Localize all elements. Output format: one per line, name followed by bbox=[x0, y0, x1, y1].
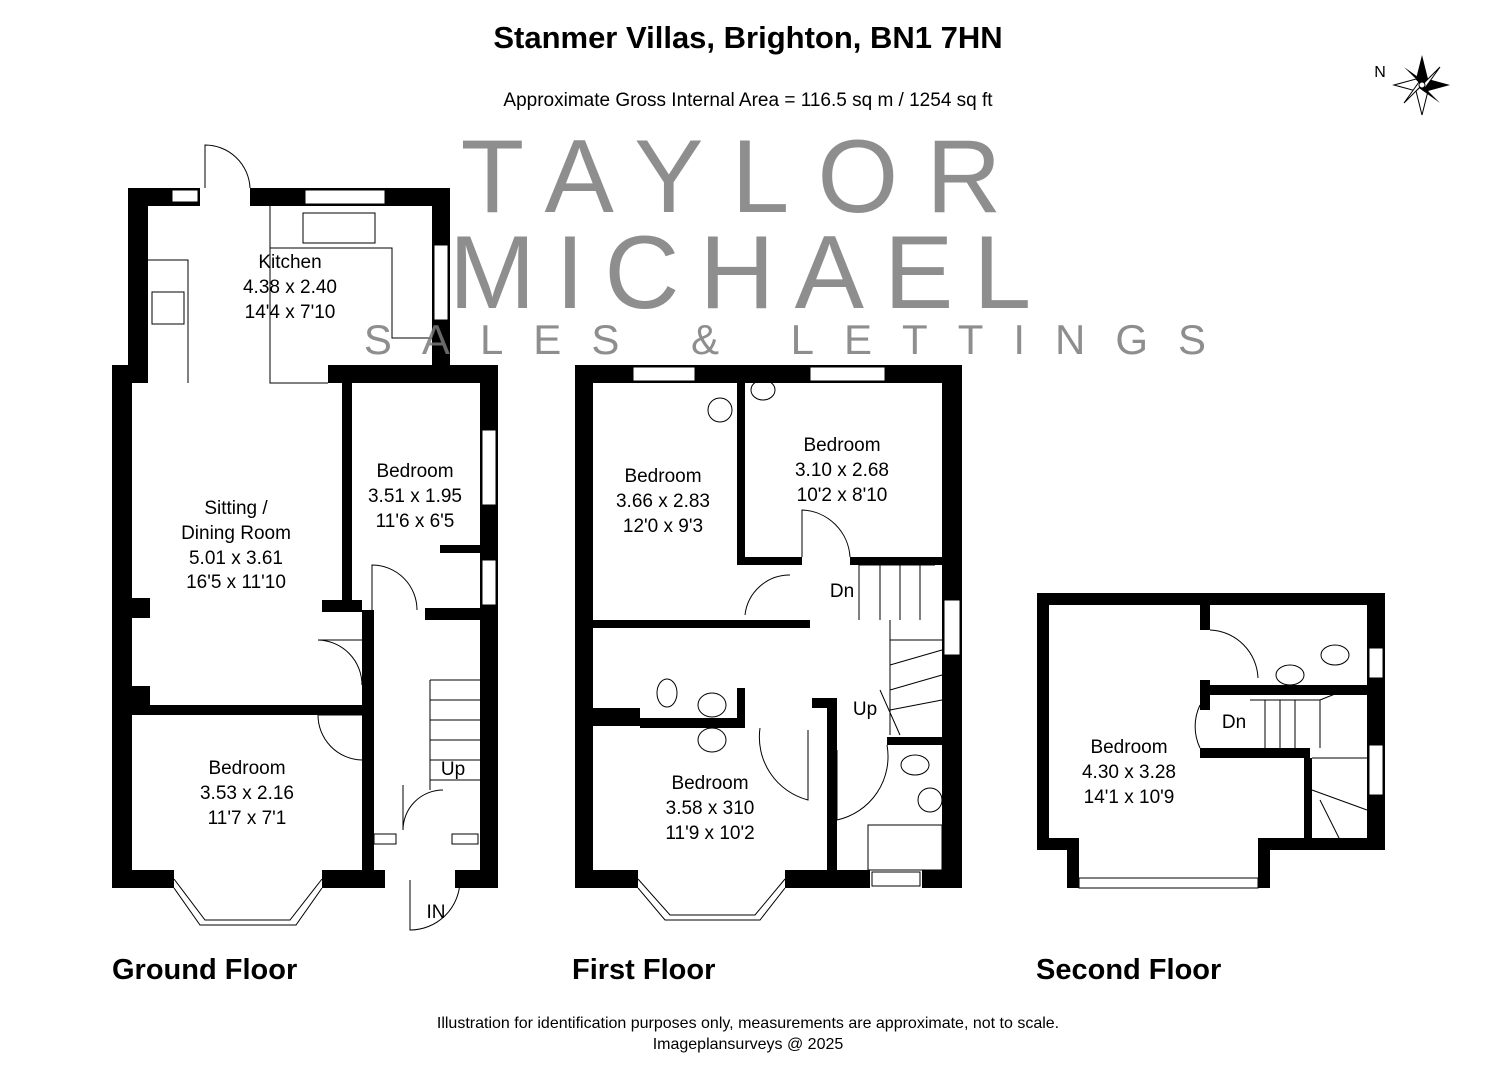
ground-floor-plan bbox=[112, 144, 498, 931]
compass-north-label: N bbox=[1374, 64, 1386, 81]
svg-text:TAYLOR: TAYLOR bbox=[461, 119, 1030, 235]
svg-text:Bedroom: Bedroom bbox=[376, 461, 453, 482]
svg-text:12'0 x 9'3: 12'0 x 9'3 bbox=[623, 516, 703, 537]
svg-text:3.66 x 2.83: 3.66 x 2.83 bbox=[616, 491, 710, 512]
room-label-ground-bedroom-front: Bedroom 3.53 x 2.16 11'7 x 7'1 bbox=[200, 758, 294, 829]
watermark-logo: TAYLOR MICHAEL SALES & LETTINGS bbox=[364, 119, 1236, 363]
svg-text:4.38 x 2.40: 4.38 x 2.40 bbox=[243, 277, 337, 298]
stairs-up-label: Up bbox=[441, 759, 465, 780]
svg-text:5.01 x 3.61: 5.01 x 3.61 bbox=[189, 548, 283, 569]
svg-text:11'9 x 10'2: 11'9 x 10'2 bbox=[665, 823, 754, 844]
disclaimer: Illustration for identification purposes… bbox=[437, 1015, 1059, 1032]
stairs-up-label: Up bbox=[853, 699, 877, 720]
compass-rose-icon bbox=[1392, 55, 1450, 116]
svg-text:3.53 x 2.16: 3.53 x 2.16 bbox=[200, 783, 294, 804]
svg-text:SALES & LETTINGS: SALES & LETTINGS bbox=[364, 316, 1236, 363]
room-label-second-bedroom: Bedroom 4.30 x 3.28 14'1 x 10'9 bbox=[1082, 737, 1176, 808]
room-label-first-bedroom-3: Bedroom 3.58 x 310 11'9 x 10'2 bbox=[665, 773, 754, 844]
credit: Imageplansurveys @ 2025 bbox=[653, 1036, 844, 1053]
svg-text:14'1 x 10'9: 14'1 x 10'9 bbox=[1084, 787, 1175, 808]
svg-text:Bedroom: Bedroom bbox=[208, 758, 285, 779]
second-floor-plan bbox=[1037, 593, 1385, 889]
svg-text:3.51 x 1.95: 3.51 x 1.95 bbox=[368, 486, 462, 507]
svg-text:10'2 x 8'10: 10'2 x 8'10 bbox=[797, 485, 888, 506]
svg-text:Bedroom: Bedroom bbox=[624, 466, 701, 487]
ground-floor-title: Ground Floor bbox=[112, 954, 297, 986]
svg-text:3.10 x 2.68: 3.10 x 2.68 bbox=[795, 460, 889, 481]
svg-text:11'6 x 6'5: 11'6 x 6'5 bbox=[376, 511, 455, 532]
svg-text:Bedroom: Bedroom bbox=[671, 773, 748, 794]
svg-text:Sitting /: Sitting / bbox=[204, 498, 268, 519]
svg-text:3.58 x 310: 3.58 x 310 bbox=[666, 798, 755, 819]
first-floor-title: First Floor bbox=[572, 954, 715, 986]
stairs-down-label: Dn bbox=[1222, 712, 1246, 733]
svg-text:Bedroom: Bedroom bbox=[803, 435, 880, 456]
first-floor-plan bbox=[575, 365, 962, 921]
second-floor-title: Second Floor bbox=[1036, 954, 1221, 986]
svg-text:14'4 x 7'10: 14'4 x 7'10 bbox=[245, 302, 336, 323]
page-title: Stanmer Villas, Brighton, BN1 7HN bbox=[493, 20, 1002, 55]
gross-area: Approximate Gross Internal Area = 116.5 … bbox=[503, 90, 993, 111]
room-label-ground-bedroom-rear: Bedroom 3.51 x 1.95 11'6 x 6'5 bbox=[368, 461, 462, 532]
svg-text:Kitchen: Kitchen bbox=[258, 252, 321, 273]
stairs-down-label: Dn bbox=[830, 581, 854, 602]
svg-text:11'7 x 7'1: 11'7 x 7'1 bbox=[208, 808, 287, 829]
svg-text:MICHAEL: MICHAEL bbox=[449, 215, 1051, 331]
room-label-first-bedroom-1: Bedroom 3.66 x 2.83 12'0 x 9'3 bbox=[616, 466, 710, 537]
svg-text:Bedroom: Bedroom bbox=[1090, 737, 1167, 758]
svg-text:16'5 x 11'10: 16'5 x 11'10 bbox=[186, 572, 286, 593]
svg-text:Dining Room: Dining Room bbox=[181, 523, 291, 544]
room-label-first-bedroom-2: Bedroom 3.10 x 2.68 10'2 x 8'10 bbox=[795, 435, 889, 506]
room-label-kitchen: Kitchen 4.38 x 2.40 14'4 x 7'10 bbox=[243, 252, 337, 323]
room-label-sitting-dining: Sitting / Dining Room 5.01 x 3.61 16'5 x… bbox=[181, 498, 291, 593]
entrance-label: IN bbox=[427, 902, 446, 923]
svg-text:4.30 x 3.28: 4.30 x 3.28 bbox=[1082, 762, 1176, 783]
